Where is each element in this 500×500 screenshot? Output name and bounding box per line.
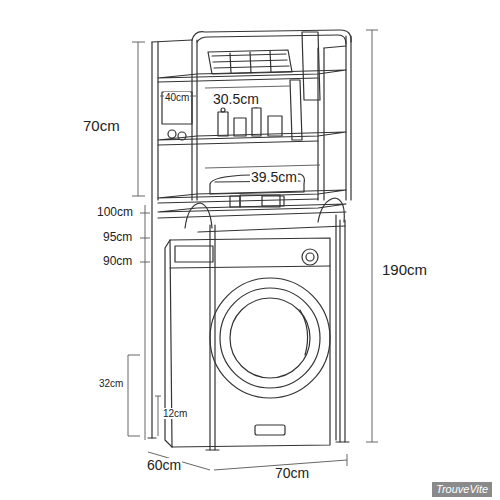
height-dimension: 90cm — [102, 255, 133, 268]
height-dimension: 95cm — [102, 231, 133, 244]
watermark: TrouveVite — [432, 482, 492, 497]
width-dimension: 70cm — [274, 466, 310, 481]
height-dimension: 70cm — [82, 118, 121, 135]
height-dimension: 190cm — [381, 262, 428, 279]
depth-dimension: 60cm — [146, 458, 182, 473]
width-dimension: 39.5cm — [250, 170, 298, 185]
height-dimension: 32cm — [98, 378, 124, 389]
height-dimension: 12cm — [162, 408, 188, 419]
width-dimension: 30.5cm — [212, 92, 260, 107]
height-dimension: 100cm — [96, 206, 134, 219]
depth-dimension: 40cm — [164, 92, 190, 103]
